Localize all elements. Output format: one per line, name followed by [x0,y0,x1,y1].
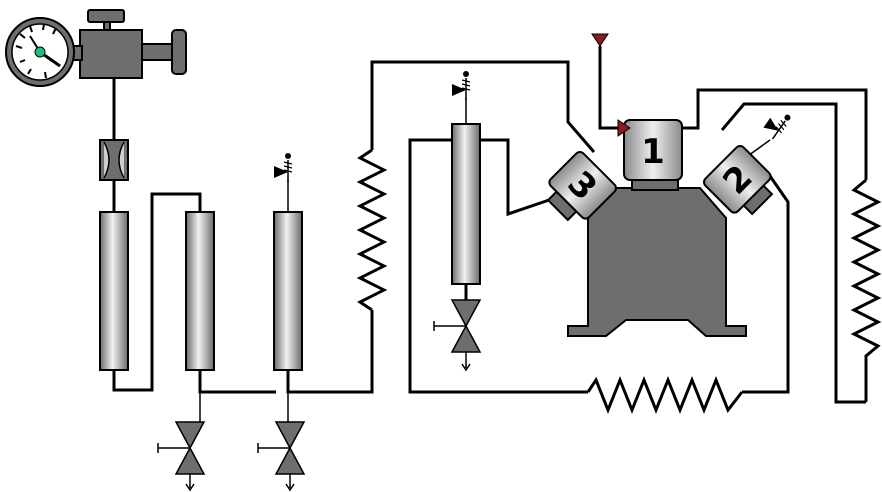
heat-exchanger-coil-1 [356,148,388,312]
column-c [273,211,303,371]
column-d [451,123,481,285]
piping [112,46,868,422]
vessel-1-label: 1 [641,132,665,172]
pipe-loop-bottom-left [408,138,588,394]
heat-exchanger-coil-bottom [586,375,744,415]
vent-valve-icon [452,71,471,100]
vessel-3: 3 [546,151,617,222]
column-b [185,211,215,371]
pipe-column-a-to-b [112,192,202,392]
pipe-vessel-1-to-right-coil [682,88,868,180]
gauge-block-outlet [141,43,173,61]
vent-valve-icon [763,114,791,140]
pressure-gauge-icon [5,17,75,87]
pipe-inlet-to-vessel-1 [598,46,620,130]
heat-exchanger-coil-right [850,178,882,402]
column-a [99,211,129,371]
pressure-gauge-assembly [5,9,187,87]
needle-valve-icon [433,299,482,372]
pipe-vessel-2-to-right-coil [720,102,866,404]
check-valve-icon [99,139,129,181]
needle-valve-icon [157,421,206,492]
gauge-block-flange [171,29,187,75]
gauge-block-body [79,29,143,79]
inlet-marker-icon [591,33,609,47]
gauge-block-cap [87,9,125,23]
pipe-coil-to-vessel-2 [742,175,790,394]
inlet-marker-icon [617,119,631,137]
pipe-column-b-to-c [198,370,276,394]
vent-valve-icon [274,153,293,182]
reactor-body [567,187,747,337]
vessel-2: 2 [703,145,774,216]
pipe-coil-to-vessel-3 [370,60,596,153]
needle-valve-icon [257,421,306,492]
vessel-1: 1 [623,119,683,191]
